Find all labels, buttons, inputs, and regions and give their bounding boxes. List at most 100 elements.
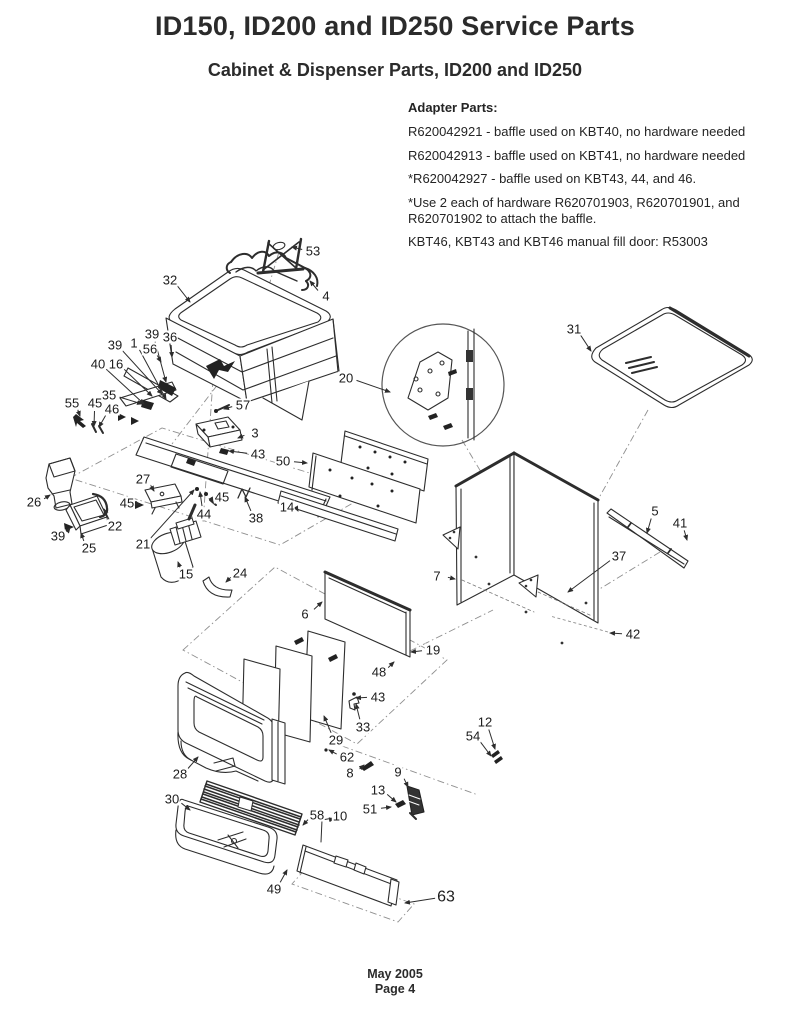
leader-45 — [208, 496, 214, 503]
part-callout-21: 21 — [134, 536, 152, 552]
screw-62 — [324, 748, 328, 752]
leader-20 — [356, 379, 391, 393]
part-callout-48: 48 — [370, 664, 388, 680]
leader-31 — [580, 335, 592, 352]
drip-tray-30 — [175, 798, 278, 875]
leader-12 — [488, 729, 496, 750]
part-callout-6: 6 — [300, 606, 310, 622]
leader-62 — [328, 749, 337, 755]
part-callout-13: 13 — [369, 782, 387, 798]
leader-19 — [410, 648, 423, 654]
part-callout-43: 43 — [369, 689, 387, 705]
part-callout-4: 4 — [321, 288, 331, 304]
grille-58 — [199, 780, 303, 836]
part-callout-8: 8 — [345, 765, 355, 781]
callout-leader-lines — [43, 245, 689, 905]
motor-15 — [151, 503, 202, 583]
front-bezel-28 — [177, 671, 286, 785]
part-callout-32: 32 — [161, 272, 179, 288]
part-callout-45: 45 — [118, 495, 136, 511]
page-title: ID150, ID200 and ID250 Service Parts — [155, 11, 635, 41]
adapter-note: R620042921 - baffle used on KBT40, no ha… — [408, 124, 746, 139]
lid-31 — [591, 306, 753, 409]
leader-41 — [683, 530, 689, 541]
part-callout-41: 41 — [671, 515, 689, 531]
leader-58 — [302, 819, 309, 826]
leader-33 — [354, 703, 361, 720]
screws-12-54 — [491, 750, 503, 764]
leader-35 — [119, 396, 143, 405]
part-callout-45: 45 — [86, 395, 104, 411]
adapter-parts-heading: Adapter Parts: — [408, 100, 498, 115]
leader-43 — [355, 695, 368, 701]
cabinet-wrap — [442, 451, 600, 645]
screw-13 — [395, 800, 406, 808]
part-callout-50: 50 — [274, 453, 292, 469]
adapter-note: R620042913 - baffle used on KBT41, no ha… — [408, 147, 746, 163]
part-callout-30: 30 — [163, 791, 181, 807]
leader-24 — [225, 576, 232, 583]
part-callout-62: 62 — [338, 749, 356, 765]
hopper-bin — [165, 267, 340, 421]
part-callout-39: 39 — [49, 528, 67, 544]
leader-22 — [103, 508, 110, 520]
part-callout-43: 43 — [249, 446, 267, 462]
leader-39 — [64, 527, 71, 534]
part-callout-14: 14 — [278, 499, 296, 515]
leader-39 — [122, 350, 163, 395]
leader-53 — [291, 245, 303, 251]
leader-26 — [43, 494, 51, 500]
leader-32 — [177, 285, 191, 303]
part-callout-7: 7 — [432, 568, 442, 584]
leader-14 — [293, 505, 299, 512]
part-callout-37: 37 — [610, 548, 628, 564]
leader-16 — [123, 368, 153, 397]
part-callout-20: 20 — [337, 370, 355, 386]
part-callout-22: 22 — [106, 518, 124, 534]
leader-38 — [244, 496, 252, 512]
leader-36 — [169, 344, 175, 358]
part-callout-26: 26 — [25, 494, 43, 510]
base-panel-63 — [296, 817, 400, 907]
leader-49 — [279, 869, 288, 883]
leader-45 — [91, 410, 97, 427]
part-callout-54: 54 — [464, 728, 482, 744]
part-callout-10: 10 — [331, 808, 349, 824]
part-callout-58: 58 — [308, 807, 326, 823]
leader-50 — [293, 460, 308, 465]
part-callout-9: 9 — [393, 764, 403, 780]
page-subtitle: Cabinet & Dispenser Parts, ID200 and ID2… — [207, 60, 583, 80]
part-callout-40: 40 — [89, 356, 107, 372]
part-callout-12: 12 — [476, 714, 494, 730]
adapter-parts-notes: Adapter Parts: R620042921 - baffle used … — [408, 100, 762, 258]
part-callout-53: 53 — [304, 243, 322, 259]
leader-15 — [177, 561, 183, 568]
leader-63 — [404, 897, 436, 905]
leader-29 — [323, 715, 332, 733]
leader-40 — [105, 368, 145, 405]
detail-circle-20 — [381, 323, 505, 447]
leader-51 — [380, 805, 392, 811]
part-callout-27: 27 — [134, 471, 152, 487]
part-callout-36: 36 — [161, 329, 179, 345]
chute-25 — [64, 495, 109, 535]
part-callout-16: 16 — [107, 356, 125, 372]
bracket-3 — [195, 416, 243, 448]
leader-45 — [134, 500, 141, 506]
leader-57 — [223, 405, 233, 410]
leader-43 — [228, 449, 248, 455]
part-callout-19: 19 — [424, 642, 442, 658]
part-callout-49: 49 — [265, 881, 283, 897]
part-callout-15: 15 — [177, 566, 195, 582]
leader-3 — [237, 433, 245, 439]
part-callout-55: 55 — [63, 395, 81, 411]
leader-9 — [403, 778, 409, 788]
agitator-wire — [225, 250, 319, 291]
leader-28 — [187, 756, 199, 769]
part-callout-38: 38 — [247, 510, 265, 526]
leader-44 — [198, 491, 204, 507]
leader-54 — [480, 741, 492, 757]
page-footer: May 2005 Page 4 — [0, 967, 790, 997]
